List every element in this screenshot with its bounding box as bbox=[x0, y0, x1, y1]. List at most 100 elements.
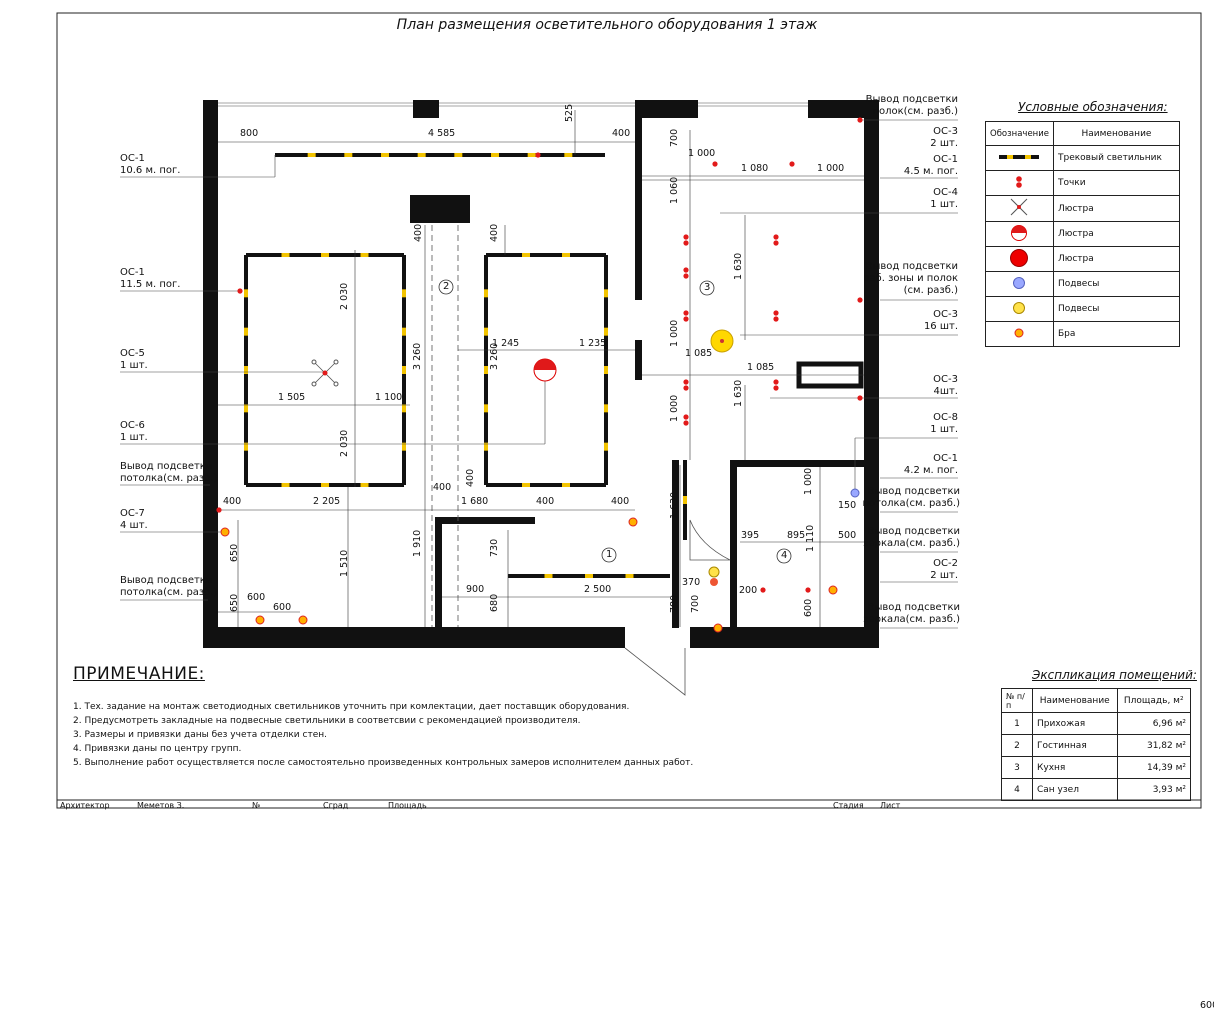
dimension-label: 2 030 bbox=[339, 282, 350, 310]
spot-light bbox=[683, 267, 689, 273]
explication-cell: Гостинная bbox=[1032, 734, 1118, 757]
chandelier-light bbox=[534, 359, 556, 370]
track-light-mark bbox=[244, 404, 248, 413]
spot-light bbox=[683, 316, 689, 322]
explication-cell: 1 bbox=[1001, 712, 1033, 735]
legend-row: Люстра bbox=[985, 195, 1181, 222]
explication-title: Экспликация помещений: bbox=[1032, 668, 1197, 682]
dimension-label: 1 245 bbox=[492, 338, 520, 349]
spot-light bbox=[237, 288, 243, 294]
dimension-label: 3 260 bbox=[412, 342, 423, 370]
dimension-label: 600 bbox=[1200, 1000, 1214, 1011]
room-number: 4 bbox=[781, 550, 788, 561]
chandelier-light bbox=[333, 381, 339, 387]
spot-light bbox=[773, 240, 779, 246]
spot-light bbox=[857, 297, 863, 303]
track-light-icon bbox=[985, 145, 1054, 171]
chandelier-light bbox=[333, 359, 339, 365]
dimension-label: 525 bbox=[564, 103, 575, 122]
legend-item-label: Трековый светильник bbox=[1052, 145, 1181, 171]
track-light-mark bbox=[307, 153, 316, 157]
dimension-label: 650 bbox=[229, 593, 240, 612]
track-light-mark bbox=[244, 289, 248, 298]
explication-cell: 3,93 м² bbox=[1116, 778, 1191, 801]
dimension-label: 1 510 bbox=[339, 549, 350, 577]
spot-light bbox=[773, 310, 779, 316]
dimension-label: 1 235 bbox=[579, 338, 607, 349]
spot-light bbox=[683, 420, 689, 426]
track-light-mark bbox=[522, 483, 530, 487]
sconce-light bbox=[298, 615, 308, 625]
dimension-label: 780 bbox=[669, 594, 680, 613]
explication-cell: 14,39 м² bbox=[1116, 756, 1191, 779]
legend-item-label: Подвесы bbox=[1052, 296, 1181, 322]
track-light-mark bbox=[402, 442, 406, 451]
dimension-label: 1 630 bbox=[733, 379, 744, 407]
dimension-label: 1 630 bbox=[669, 491, 680, 519]
sconce-icon bbox=[985, 321, 1054, 347]
dimension-lines bbox=[218, 110, 864, 627]
spot-light bbox=[683, 273, 689, 279]
track-light-mark bbox=[381, 153, 389, 157]
chandelier-light bbox=[311, 359, 317, 365]
chandelier-light bbox=[322, 370, 328, 376]
dimension-label: 600 bbox=[273, 602, 292, 613]
track-light-mark bbox=[604, 366, 608, 374]
dimension-label: 2 030 bbox=[339, 429, 350, 457]
dimension-label: 700 bbox=[669, 128, 680, 147]
track-light-mark bbox=[604, 289, 608, 298]
note-item: 4. Привязки даны по центру групп. bbox=[73, 744, 242, 754]
dimension-label: 600 bbox=[247, 592, 266, 603]
dimension-label: 400 bbox=[223, 496, 242, 507]
track-light-mark bbox=[562, 483, 570, 487]
walls bbox=[203, 100, 879, 648]
dimension-label: 700 bbox=[690, 594, 701, 613]
spot-light bbox=[773, 379, 779, 385]
spot-light bbox=[789, 161, 795, 167]
dimension-label: 400 bbox=[536, 496, 555, 507]
pendant-yellow-icon bbox=[985, 296, 1054, 322]
stamp-cell: Площадь bbox=[388, 801, 427, 810]
room-number: 1 bbox=[606, 549, 613, 560]
dimension-label: 800 bbox=[240, 128, 259, 139]
dimension-label: 400 bbox=[413, 223, 424, 242]
dimension-label: 400 bbox=[465, 468, 476, 487]
dimension-label: 1 080 bbox=[741, 163, 769, 174]
dimension-label: 150 bbox=[838, 500, 857, 511]
track-light-mark bbox=[604, 442, 608, 451]
fixtures bbox=[216, 117, 863, 633]
explication-cell: 6,96 м² bbox=[1116, 712, 1191, 735]
sconce-light bbox=[628, 517, 638, 527]
dimension-label: 1 100 bbox=[375, 392, 403, 403]
sconce-light bbox=[220, 527, 230, 537]
dimension-label: 400 bbox=[612, 128, 631, 139]
track-light-mark bbox=[484, 289, 488, 298]
dimension-label: 400 bbox=[489, 223, 500, 242]
room-number: 3 bbox=[704, 282, 711, 293]
legend-item-label: Люстра bbox=[1052, 246, 1181, 272]
note-item: 3. Размеры и привязки даны без учета отд… bbox=[73, 730, 327, 740]
chandelier-red-icon bbox=[985, 246, 1054, 272]
dimension-label: 1 630 bbox=[733, 252, 744, 280]
explication-cell: 3 bbox=[1001, 756, 1033, 779]
stamp-cell: Архитектор bbox=[60, 801, 110, 810]
dimension-label: 1 000 bbox=[803, 467, 814, 495]
spot-light bbox=[683, 310, 689, 316]
spot-light bbox=[760, 587, 766, 593]
